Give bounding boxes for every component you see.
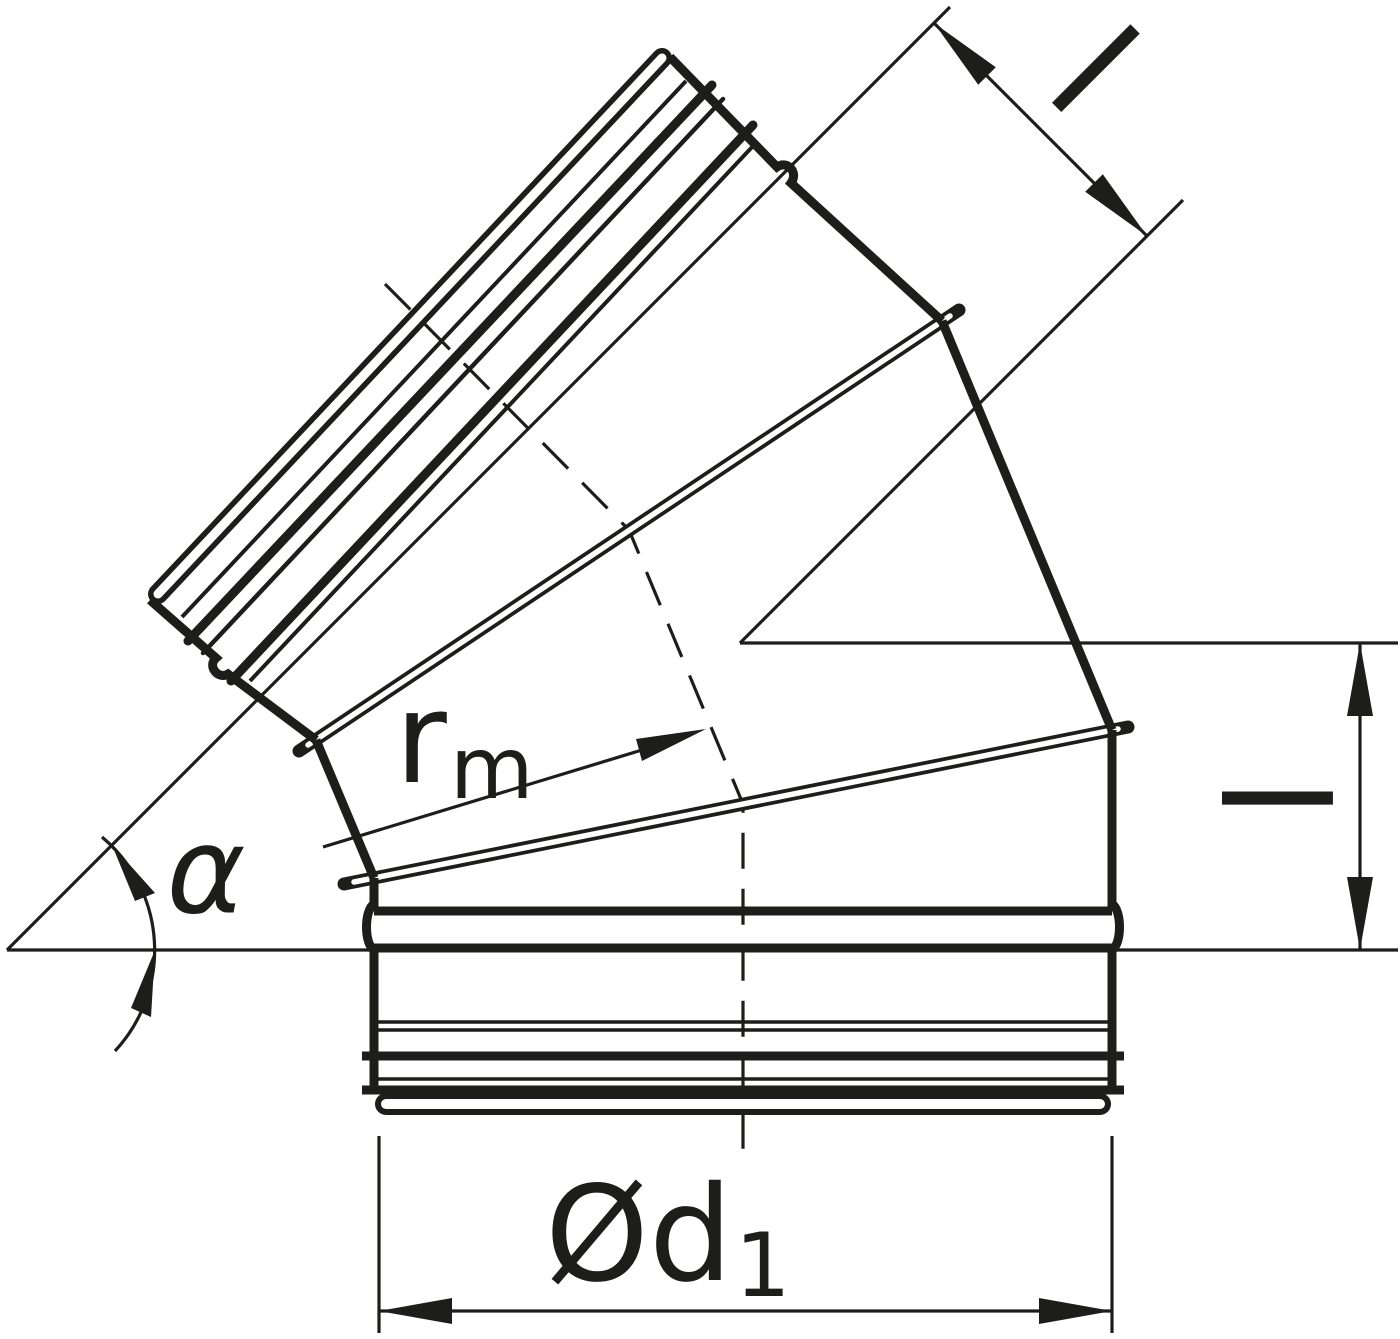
angle-arc-arrow-upper xyxy=(112,845,155,901)
radius-arrow xyxy=(636,729,706,761)
length-side-arrow-bottom xyxy=(1347,877,1373,950)
angle-arc-arrow-lower xyxy=(131,950,155,1017)
bottom-spigot-wall-right xyxy=(1107,730,1124,1094)
upper-diagonal-extension-line xyxy=(738,198,1185,645)
radius-label-main: r xyxy=(395,665,447,812)
gore-wall-right xyxy=(937,319,1117,732)
length-side-arrow-top xyxy=(1347,643,1373,716)
bottom-spigot-wall-left xyxy=(362,878,379,1094)
radius-label: rm xyxy=(395,665,534,819)
length-top-label: l xyxy=(1018,0,1167,146)
arrowheads xyxy=(112,23,1373,1324)
bead-ring-1 xyxy=(180,79,688,619)
angle-label: α xyxy=(166,803,245,942)
duct-body xyxy=(147,48,1124,1115)
bead-ring-3 xyxy=(200,96,726,656)
angled-spigot-wall-upper xyxy=(666,53,946,325)
length-side-label: l xyxy=(1187,778,1357,819)
radius-label-sub: m xyxy=(450,719,534,819)
length-top-arrow-lower xyxy=(1085,174,1147,236)
end-face-inner xyxy=(153,53,667,599)
radius-leader-line xyxy=(322,748,643,849)
bead-ring-5 xyxy=(248,143,756,683)
diameter-label-sub: 1 xyxy=(735,1214,791,1317)
diameter-label: Ød1 xyxy=(545,1158,791,1317)
angled-spigot-beads xyxy=(180,79,758,686)
bead-ring-2 xyxy=(183,80,717,646)
diameter-label-main: Ød xyxy=(545,1158,733,1312)
length-top-arrow-upper xyxy=(934,23,996,85)
gore-seams xyxy=(292,303,1135,891)
diameter-arrow-right xyxy=(1039,1298,1112,1324)
bead-ring-4 xyxy=(226,120,758,686)
gore-wall-left xyxy=(311,738,379,880)
angled-spigot-wall-lower xyxy=(147,596,319,744)
seam-upper-inner xyxy=(305,313,953,748)
labels: α rm l l Ød1 xyxy=(166,0,1357,1317)
seam-lower-inner xyxy=(351,726,1121,885)
diameter-arrow-left xyxy=(379,1298,452,1324)
